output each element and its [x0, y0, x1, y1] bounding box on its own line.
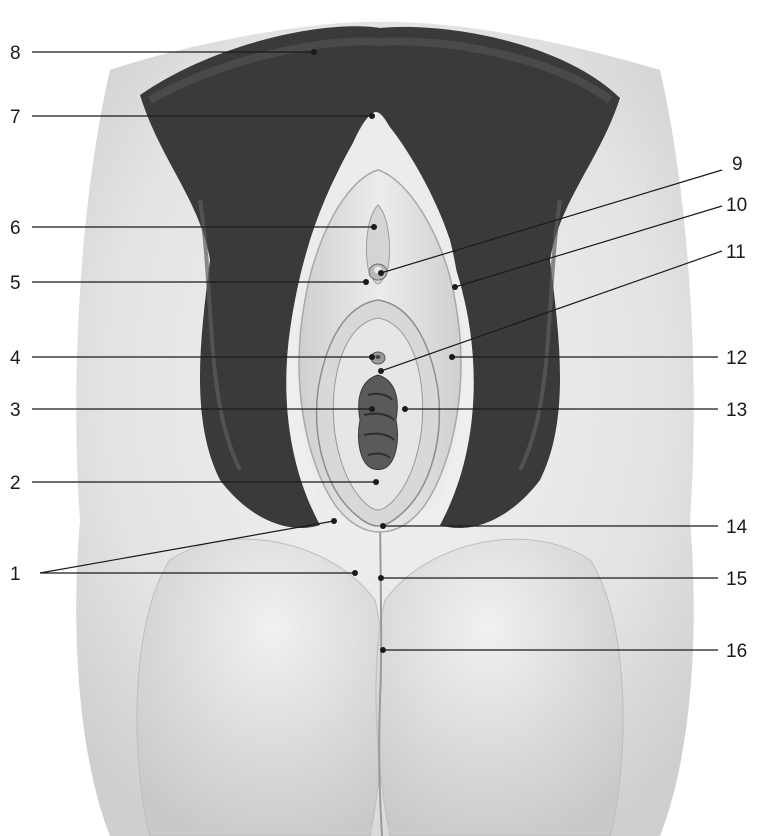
callout-label-7: 7 — [10, 107, 21, 128]
leader-dot-10 — [452, 284, 458, 290]
callout-label-14: 14 — [726, 517, 748, 538]
leader-dot-6 — [371, 224, 377, 230]
callout-label-13: 13 — [726, 400, 747, 421]
leader-dot-15 — [378, 575, 384, 581]
leader-dot-11 — [378, 368, 384, 374]
leader-dot-2 — [373, 479, 379, 485]
callout-label-4: 4 — [10, 348, 21, 369]
callout-label-11: 11 — [726, 242, 746, 263]
callout-label-16: 16 — [726, 641, 747, 662]
leader-dot-13 — [402, 406, 408, 412]
leader-dot-14 — [380, 523, 386, 529]
leader-dot-3 — [369, 406, 375, 412]
leader-dot-12 — [449, 354, 455, 360]
callout-label-1: 1 — [10, 564, 21, 585]
leader-dot-16 — [380, 647, 386, 653]
buttocks — [137, 520, 623, 836]
callout-label-9: 9 — [732, 154, 743, 175]
callout-label-6: 6 — [10, 218, 21, 239]
leader-dot-4 — [369, 354, 375, 360]
leader-dot-5 — [363, 279, 369, 285]
callout-label-3: 3 — [10, 400, 21, 421]
callout-label-8: 8 — [10, 43, 21, 64]
callout-label-12: 12 — [726, 348, 747, 369]
callout-label-2: 2 — [10, 473, 21, 494]
callout-label-15: 15 — [726, 569, 747, 590]
leader-dot-8 — [311, 49, 317, 55]
leader-dot-7 — [369, 113, 375, 119]
leader-dot-1b — [352, 570, 358, 576]
callout-label-5: 5 — [10, 273, 21, 294]
leader-dot-9 — [378, 270, 384, 276]
vaginal-opening — [358, 375, 397, 470]
callout-label-10: 10 — [726, 195, 747, 216]
leader-dot-1a — [331, 518, 337, 524]
